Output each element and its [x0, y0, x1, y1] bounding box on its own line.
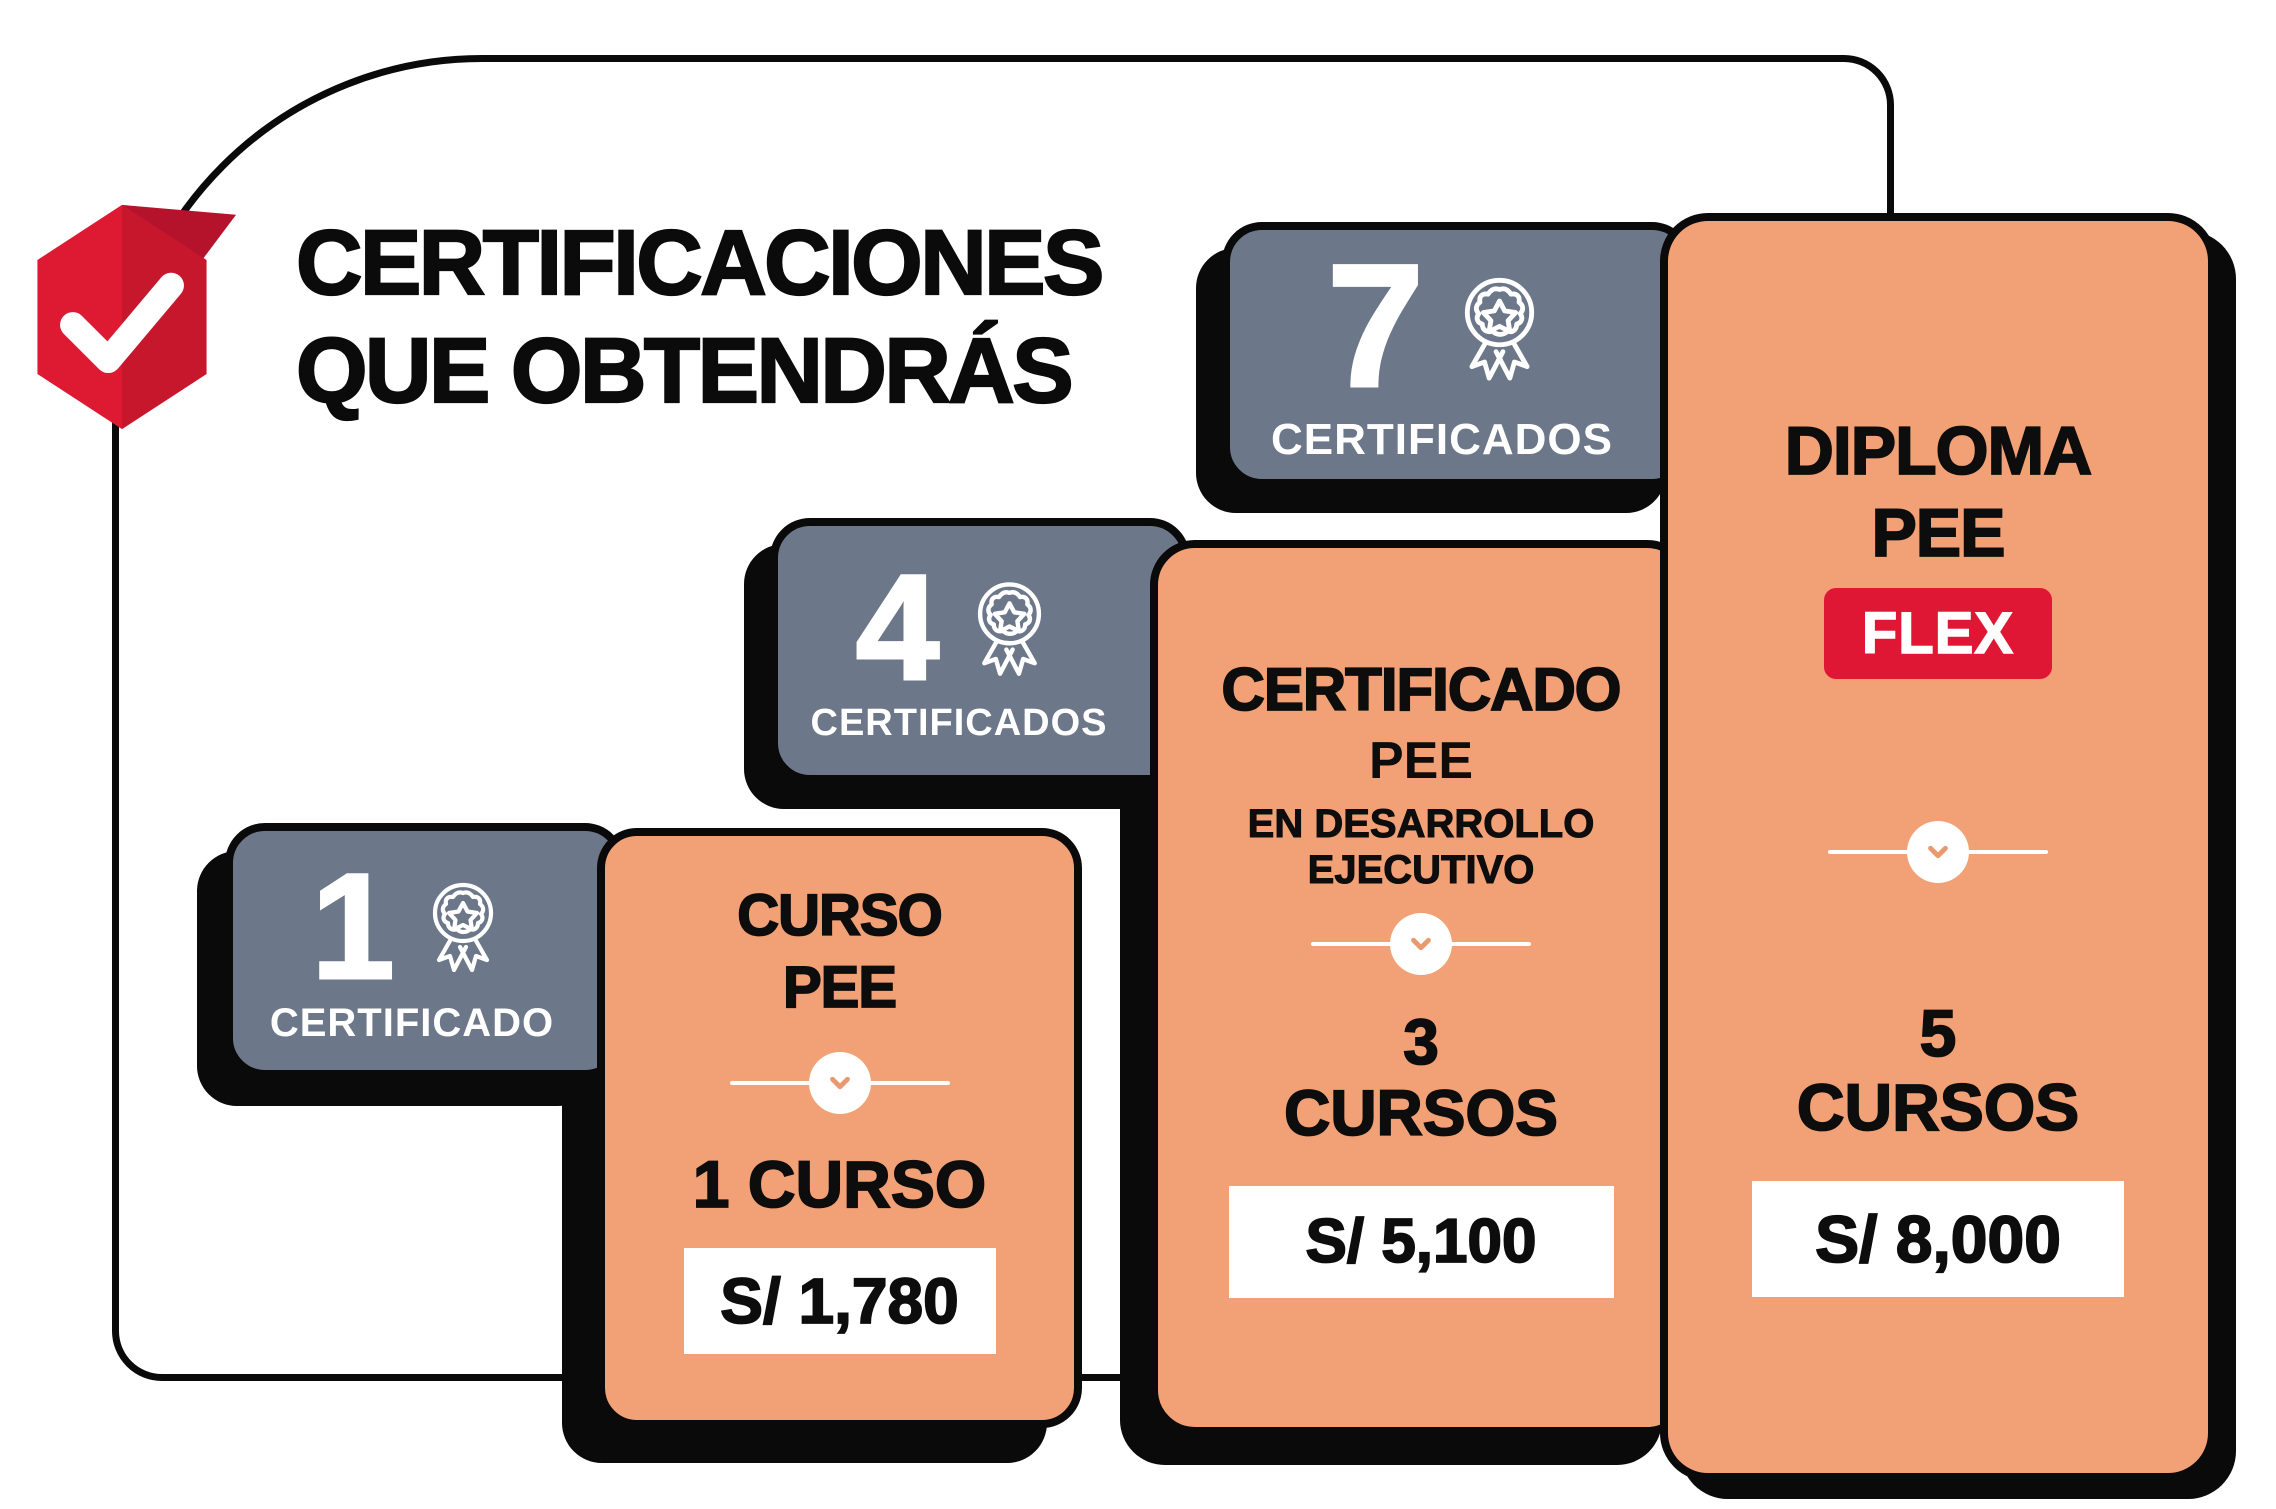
- price-box: S/ 1,780: [683, 1247, 996, 1354]
- price-text: S/ 1,780: [719, 1264, 959, 1338]
- page-title: CERTIFICACIONES QUE OBTENDRÁS: [295, 210, 1106, 425]
- price-box: S/ 5,100: [1228, 1185, 1614, 1298]
- card-curso-pee: CURSO PEE 1 CURSO S/ 1,780: [597, 828, 1082, 1428]
- chevron-down-icon: [1907, 821, 1969, 884]
- chevron-down-icon: [1390, 912, 1452, 975]
- card-title: PEE: [1368, 732, 1474, 791]
- badge-label: CERTIFICADO: [269, 1001, 555, 1046]
- badge-count: 4: [854, 542, 940, 711]
- badge-count-row: 7: [1325, 229, 1557, 425]
- badge-label: CERTIFICADOS: [1271, 414, 1613, 464]
- divider: [605, 1050, 1074, 1116]
- price-text: S/ 8,000: [1814, 1201, 2062, 1277]
- courses-count: 3: [1402, 1005, 1439, 1078]
- courses-count: 1 CURSO: [692, 1146, 987, 1222]
- badge-count: 7: [1325, 229, 1425, 425]
- badge-count: 1: [310, 841, 396, 1010]
- divider: [1158, 911, 1684, 977]
- price-box: S/ 8,000: [1752, 1181, 2124, 1297]
- card-title: CURSO: [736, 882, 943, 949]
- courses-label: CURSOS: [1283, 1077, 1559, 1150]
- card-subtitle: EN DESARROLLO: [1247, 801, 1595, 846]
- card-subtitle: EJECUTIVO: [1307, 847, 1535, 892]
- badge-7-certificados: 7 CERTIFICADOS: [1222, 222, 1692, 487]
- courses-label: CURSOS: [1796, 1069, 2080, 1145]
- page-title-line2: QUE OBTENDRÁS: [295, 319, 1075, 423]
- flex-tag: FLEX: [1823, 588, 2053, 680]
- card-title: CERTIFICADO: [1221, 655, 1623, 724]
- card-title: PEE: [782, 954, 898, 1021]
- check-icon: [37, 204, 237, 430]
- courses-count: 5: [1919, 995, 1958, 1071]
- badge-1-certificado: 1 CERTIFICADO: [225, 823, 625, 1078]
- card-title: PEE: [1871, 494, 2007, 572]
- badge-label: CERTIFICADOS: [810, 702, 1108, 745]
- medal-icon: [413, 876, 513, 976]
- medal-icon: [957, 575, 1062, 680]
- check-badge: [4, 196, 240, 438]
- chevron-down-icon: [808, 1051, 871, 1114]
- medal-icon: [1442, 270, 1557, 385]
- badge-count-row: 1: [310, 841, 513, 1010]
- divider: [1668, 819, 2208, 885]
- card-diploma-pee-flex: DIPLOMA PEE FLEX 5 CURSOS S/ 8,000: [1660, 213, 2216, 1481]
- page-title-line1: CERTIFICACIONES: [295, 211, 1106, 315]
- badge-count-row: 4: [854, 542, 1062, 711]
- badge-4-certificados: 4 CERTIFICADOS: [770, 518, 1190, 783]
- price-text: S/ 5,100: [1305, 1207, 1538, 1278]
- card-certificado-pee: CERTIFICADO PEE EN DESARROLLO EJECUTIVO …: [1150, 540, 1692, 1435]
- card-title: DIPLOMA: [1784, 412, 2093, 490]
